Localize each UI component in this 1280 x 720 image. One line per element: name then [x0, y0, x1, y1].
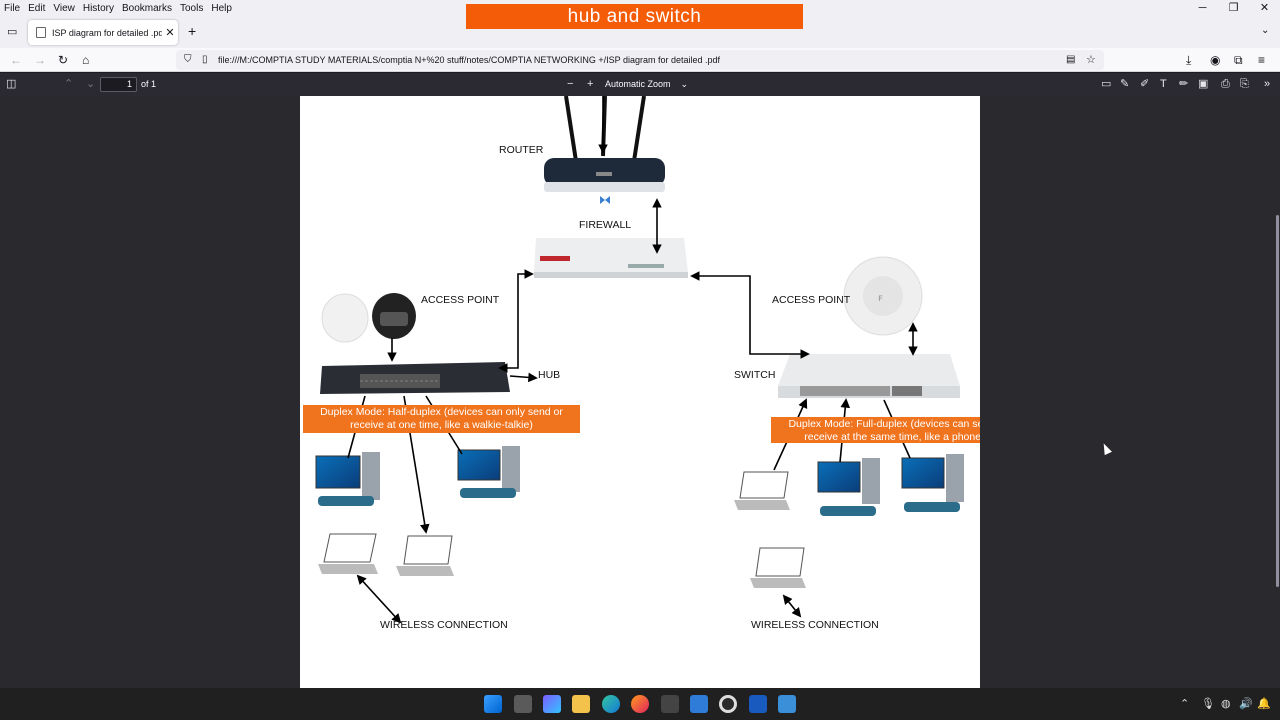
next-page-icon[interactable]: ⌄ [86, 78, 96, 90]
switch-laptop-left-image [734, 471, 790, 510]
tab-title: ISP diagram for detailed .pdf [52, 27, 162, 38]
home-icon[interactable]: ⌂ [82, 53, 90, 67]
sidebar-toggle-icon[interactable]: ◫ [6, 78, 17, 90]
previous-page-icon[interactable]: ⌃ [64, 78, 74, 90]
window-controls: ─ ❐ ✕ [1187, 0, 1280, 16]
firewall-image [534, 238, 688, 278]
hub-laptop-left-image [318, 533, 378, 574]
volume-icon[interactable]: 🔊 [1239, 698, 1253, 710]
wireless-connection-left-label: WIRELESS CONNECTION [380, 619, 508, 631]
zoom-select[interactable]: Automatic Zoom ⌄ [600, 77, 693, 92]
list-all-tabs-icon[interactable]: ⌄ [1261, 25, 1270, 36]
close-window-icon[interactable]: ✕ [1259, 2, 1270, 14]
minimize-icon[interactable]: ─ [1198, 2, 1207, 14]
task-view-icon[interactable] [514, 695, 532, 713]
router-label: ROUTER [499, 144, 544, 156]
reload-icon[interactable]: ↻ [58, 53, 69, 67]
back-icon[interactable]: ← [10, 53, 22, 67]
restore-icon[interactable]: ❐ [1228, 2, 1239, 14]
full-duplex-note: Duplex Mode: Full-duplex (devices can se… [771, 417, 980, 443]
chevron-down-icon: ⌄ [680, 79, 688, 89]
pdf-toolbar: ◫ ⌃ ⌄ 1 of 1 − + Automatic Zoom ⌄ ▭ ✎ ✐ … [0, 73, 1280, 96]
switch-image [778, 354, 960, 398]
url-text: file:///M:/COMPTIA STUDY MATERIALS/compt… [218, 55, 721, 65]
vscode-icon[interactable] [690, 695, 708, 713]
downloads-icon[interactable]: ⤓ [1186, 53, 1192, 67]
hub-label: HUB [538, 369, 561, 381]
close-tab-icon[interactable]: ✕ [165, 27, 175, 39]
pdf-page: ꜰ [300, 96, 980, 688]
router-image [544, 96, 665, 204]
bookmark-star-icon[interactable]: ☆ [1086, 54, 1096, 66]
firefox-icon[interactable] [631, 695, 649, 713]
half-duplex-note: Duplex Mode: Half-duplex (devices can on… [303, 405, 580, 433]
zoom-value: Automatic Zoom [605, 79, 671, 89]
draw-icon[interactable]: ✐ [1140, 78, 1150, 90]
menu-tools[interactable]: Tools [180, 2, 204, 14]
pen-icon[interactable]: ✏ [1179, 78, 1189, 90]
page-count: of 1 [141, 79, 157, 89]
print-icon[interactable]: ⎙ [1221, 78, 1230, 90]
menu-help[interactable]: Help [211, 2, 232, 14]
comment-icon[interactable]: ▭ [1101, 78, 1112, 90]
switch-laptop-bottom-image [750, 547, 806, 588]
menu-view[interactable]: View [53, 2, 75, 14]
switch-label: SWITCH [734, 369, 776, 381]
switch-computer-middle-image [817, 458, 880, 516]
extensions-icon[interactable]: ⧉ [1234, 53, 1243, 67]
more-tools-icon[interactable]: » [1264, 78, 1271, 90]
file-icon: ▯ [202, 54, 208, 65]
reader-mode-icon[interactable]: ▤ [1066, 54, 1076, 65]
navigation-bar: ← → ↻ ⌂ ⛉ ▯ file:///M:/COMPTIA STUDY MAT… [0, 48, 1280, 72]
hub-computer-right-image [457, 446, 520, 498]
title-banner: hub and switch [466, 4, 803, 29]
access-point-right-label: ACCESS POINT [772, 294, 851, 306]
menu-history[interactable]: History [82, 2, 114, 14]
menu-file[interactable]: File [4, 2, 21, 14]
hub-image [320, 362, 510, 394]
zoom-in-icon[interactable]: + [587, 78, 594, 90]
tray-chevron-icon[interactable]: ⌃ [1180, 698, 1190, 710]
word-icon[interactable] [749, 695, 767, 713]
save-icon[interactable]: ⎘ [1240, 78, 1249, 90]
account-icon[interactable]: ◉ [1210, 53, 1221, 67]
tab-list-icon[interactable]: ▭ [7, 26, 18, 38]
hub-computer-left-image [315, 452, 380, 506]
edge-icon[interactable] [602, 695, 620, 713]
page-number-input[interactable]: 1 [100, 77, 137, 92]
record-icon[interactable] [719, 695, 737, 713]
menu-bookmarks[interactable]: Bookmarks [121, 2, 172, 14]
image-icon[interactable]: ▣ [1198, 78, 1209, 90]
right-access-point-image: ꜰ [843, 256, 923, 336]
notification-bell-icon[interactable]: 🔔 [1257, 698, 1271, 710]
tab-pdf[interactable]: ISP diagram for detailed .pdf ✕ [28, 20, 178, 45]
network-diagram: ꜰ [315, 96, 964, 624]
vertical-scrollbar[interactable] [1276, 215, 1279, 587]
firewall-label: FIREWALL [579, 219, 632, 231]
copilot-icon[interactable] [543, 695, 561, 713]
text-icon[interactable]: T [1160, 78, 1167, 90]
wireless-connection-right-label: WIRELESS CONNECTION [751, 619, 879, 631]
menu-hamburger-icon[interactable]: ≡ [1258, 53, 1266, 67]
left-access-points-image [321, 293, 416, 343]
zoom-out-icon[interactable]: − [567, 78, 574, 90]
clipchamp-icon[interactable] [661, 695, 679, 713]
snipping-tool-icon[interactable] [778, 695, 796, 713]
address-bar[interactable]: ⛉ ▯ file:///M:/COMPTIA STUDY MATERIALS/c… [176, 50, 1104, 70]
pdf-file-icon [36, 27, 46, 38]
menu-edit[interactable]: Edit [28, 2, 46, 14]
network-icon[interactable]: ◍ [1221, 698, 1231, 710]
access-point-left-label: ACCESS POINT [421, 294, 500, 306]
shield-icon[interactable]: ⛉ [184, 54, 192, 65]
highlight-icon[interactable]: ✎ [1120, 78, 1130, 90]
taskbar: ⌃ 🎙 ◍ 🔊 🔔 [0, 688, 1280, 720]
microphone-icon[interactable]: 🎙 [1201, 698, 1215, 710]
new-tab-icon[interactable]: + [188, 23, 197, 39]
forward-icon[interactable]: → [34, 53, 46, 67]
file-explorer-icon[interactable] [572, 695, 590, 713]
start-icon[interactable] [484, 695, 502, 713]
svg-text:ꜰ: ꜰ [878, 293, 883, 304]
switch-computer-right-image [901, 454, 964, 512]
hub-laptop-right-image [396, 535, 454, 576]
